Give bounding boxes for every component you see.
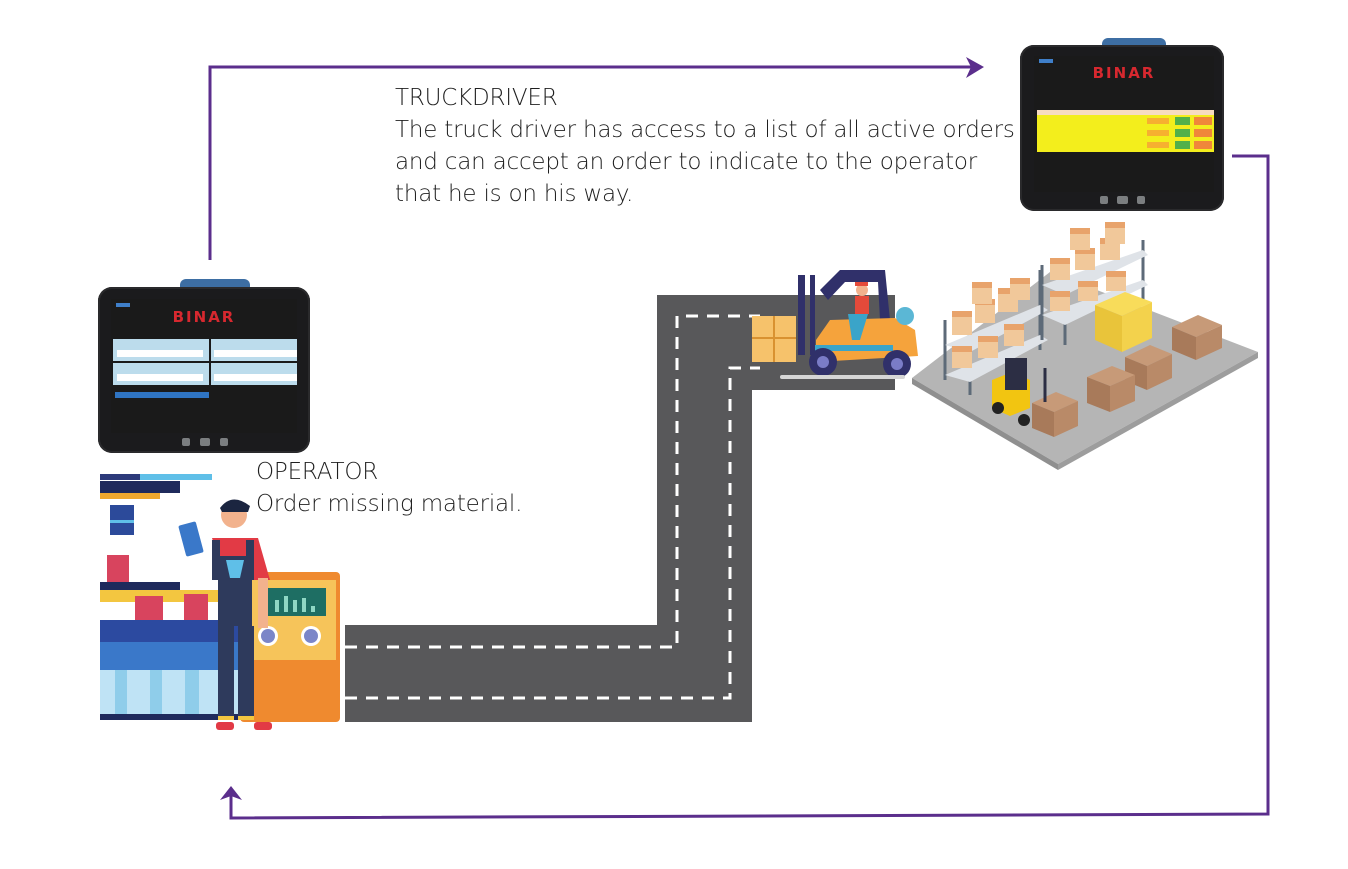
- cancel-button[interactable]: [1194, 141, 1212, 149]
- form-field-panel: [113, 339, 209, 361]
- production-line-illustration: [100, 474, 250, 720]
- road-marking-outer: [345, 366, 760, 700]
- box-stack: [1032, 392, 1078, 437]
- form-field-panel: [211, 363, 297, 385]
- yellow-pallet: [1095, 292, 1152, 352]
- status-badge: [1147, 142, 1169, 148]
- box-stack: [1087, 366, 1135, 412]
- truckdriver-description: The truck driver has access to a list of…: [395, 117, 1015, 207]
- order-row: [1037, 115, 1214, 127]
- forklift-illustration: [752, 270, 918, 379]
- accept-button[interactable]: [1175, 141, 1190, 149]
- truckdriver-tablet: BINAR: [1020, 38, 1224, 212]
- tablet-screen-order-form: BINAR: [111, 299, 297, 433]
- truckdriver-caption: TRUCKDRIVER The truck driver has access …: [395, 82, 1015, 210]
- orders-table-body: [1037, 115, 1214, 152]
- shelf-unit: [943, 270, 1048, 395]
- form-select[interactable]: [117, 374, 203, 381]
- binar-logo: BINAR: [1092, 64, 1156, 82]
- binar-logo: BINAR: [172, 308, 236, 326]
- box-stack: [1172, 315, 1222, 360]
- arrowhead-right-icon: [966, 57, 984, 78]
- order-row: [1037, 139, 1214, 151]
- accept-button[interactable]: [1175, 129, 1190, 137]
- flow-arrow-truckdriver-to-operator: [220, 154, 1270, 820]
- operator-caption: OPERATOR Order missing material.: [256, 456, 576, 520]
- submit-button[interactable]: [115, 392, 209, 398]
- form-textarea[interactable]: [214, 374, 297, 381]
- flow-arrow-operator-to-truckdriver: [208, 57, 984, 260]
- shelf-unit: [1040, 222, 1148, 345]
- operator-title: OPERATOR: [256, 459, 379, 485]
- accept-button[interactable]: [1175, 117, 1190, 125]
- orders-table-header: [1037, 110, 1214, 115]
- hardware-button[interactable]: [220, 438, 228, 446]
- form-field-panel: [113, 363, 209, 385]
- hardware-button[interactable]: [200, 438, 210, 446]
- tablet-handle: [180, 279, 250, 289]
- operator-tablet: BINAR: [98, 279, 310, 454]
- status-badge: [1147, 130, 1169, 136]
- control-panel-illustration: [240, 572, 340, 722]
- hardware-button[interactable]: [1100, 196, 1108, 204]
- form-field-panel: [211, 339, 297, 361]
- form-select[interactable]: [117, 350, 203, 357]
- cancel-button[interactable]: [1194, 117, 1212, 125]
- truckdriver-title: TRUCKDRIVER: [395, 85, 558, 111]
- road-marking-inner: [345, 314, 760, 649]
- operator-description: Order missing material.: [256, 491, 523, 517]
- tablet-handle: [1102, 38, 1166, 47]
- order-row: [1037, 127, 1214, 139]
- hardware-button[interactable]: [1117, 196, 1128, 204]
- hardware-button[interactable]: [182, 438, 190, 446]
- cancel-button[interactable]: [1194, 129, 1212, 137]
- form-input[interactable]: [214, 350, 297, 357]
- box-stack: [1125, 345, 1172, 390]
- hardware-button[interactable]: [1137, 196, 1145, 204]
- app-badge: [1039, 59, 1053, 63]
- warehouse-illustration: [912, 222, 1258, 470]
- small-forklift: [992, 358, 1047, 426]
- operator-person-illustration: [178, 499, 272, 730]
- tablet-screen-active-orders: BINAR: [1034, 56, 1214, 192]
- arrowhead-up-icon: [220, 786, 242, 800]
- status-badge: [1147, 118, 1169, 124]
- app-badge: [116, 303, 130, 307]
